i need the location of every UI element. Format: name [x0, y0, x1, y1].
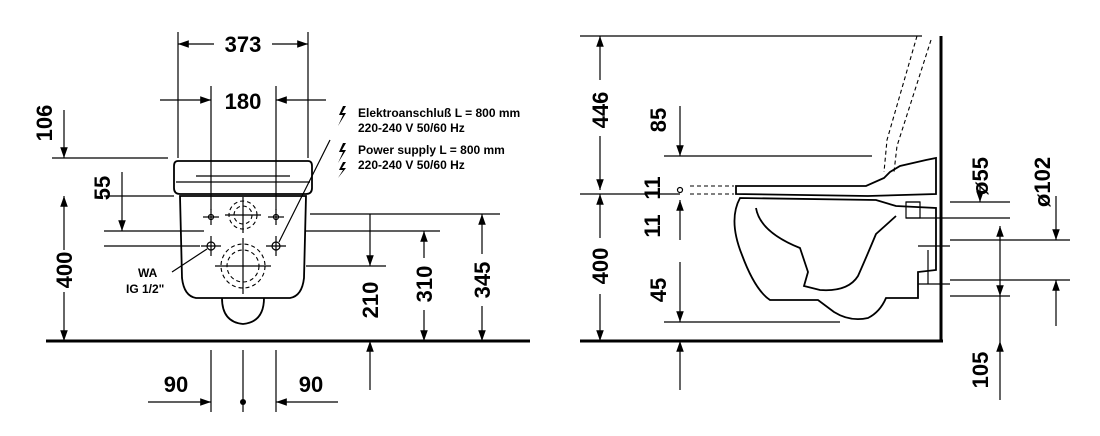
side-bowl-body	[733, 197, 937, 321]
front-bowl-body	[179, 195, 307, 299]
dim-seat-gap: 55	[90, 176, 115, 200]
electrical-note-de: Elektroanschluß L = 800 mm	[358, 106, 520, 120]
open-lid-dashed	[893, 39, 932, 173]
water-connection-label: WA	[138, 266, 158, 280]
lightning-icon	[338, 143, 346, 163]
dim-height: 400	[588, 248, 613, 285]
front-view: 373 180 106 55 400 WA IG 1/2" Elektroans…	[32, 32, 530, 412]
fixing-hole-marks	[201, 209, 286, 256]
dim-outlet-offset: 45	[646, 278, 671, 302]
lightning-icon	[338, 162, 346, 178]
electrical-note-en: Power supply L = 800 mm	[358, 143, 505, 157]
side-bowl-inner	[755, 207, 897, 292]
front-drain-shape	[221, 297, 265, 325]
open-lid-dashed	[883, 35, 918, 173]
dim-seat-lid-offset: 85	[646, 108, 671, 132]
side-view: 446 85 11 11 400 45 ø55 ø102 105	[580, 35, 1070, 400]
dim-inlet-height: 310	[412, 266, 437, 303]
dim-height: 400	[52, 252, 77, 289]
dim-width-upper: 180	[225, 89, 262, 114]
electrical-note-de-voltage: 220-240 V 50/60 Hz	[358, 121, 465, 135]
wa-leader-line	[171, 248, 208, 273]
front-lid	[173, 160, 313, 195]
electrical-note-en-voltage: 220-240 V 50/60 Hz	[358, 158, 465, 172]
dim-floor-offset: 105	[968, 352, 993, 389]
dim-width-total: 373	[225, 32, 262, 57]
dim-total-height: 446	[588, 92, 613, 129]
dim-gap-top: 11	[640, 176, 665, 199]
dim-top-offset: 106	[32, 105, 57, 142]
dim-fixing-left: 90	[164, 372, 188, 397]
dim-fixing-height: 345	[470, 262, 495, 299]
power-leader-line	[278, 139, 331, 243]
side-seat	[735, 156, 937, 197]
dim-fixing-right: 90	[299, 372, 323, 397]
water-connection-size: IG 1/2"	[126, 282, 164, 296]
dim-diameter-small: ø55	[968, 157, 993, 195]
dim-gap-bottom: 11	[640, 214, 665, 237]
dim-outlet-height: 210	[358, 282, 383, 319]
center-dot	[240, 399, 246, 405]
lightning-icon	[338, 106, 346, 126]
dim-diameter-large: ø102	[1030, 157, 1055, 207]
